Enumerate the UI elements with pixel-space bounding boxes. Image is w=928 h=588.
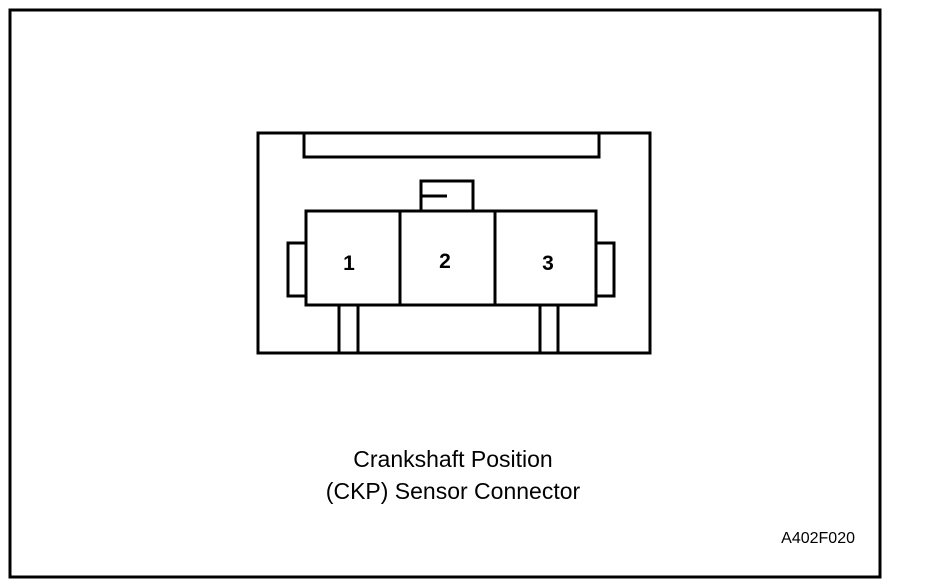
right-mounting-leg (538, 305, 560, 353)
left-mounting-leg (337, 305, 360, 353)
caption-line-1: Crankshaft Position (353, 446, 552, 472)
connector-top-latch (302, 134, 601, 159)
connector-housing (256, 131, 652, 355)
figure-frame (8, 8, 882, 579)
left-side-clip (286, 241, 306, 298)
terminal-block (304, 209, 598, 307)
figure-code: A402F020 (781, 530, 855, 547)
caption-line-2: (CKP) Sensor Connector (326, 478, 581, 504)
right-side-clip (596, 241, 616, 298)
pin-3-label: 3 (542, 252, 554, 275)
pin-1-label: 1 (343, 252, 355, 275)
pin-2-label: 2 (439, 250, 451, 273)
